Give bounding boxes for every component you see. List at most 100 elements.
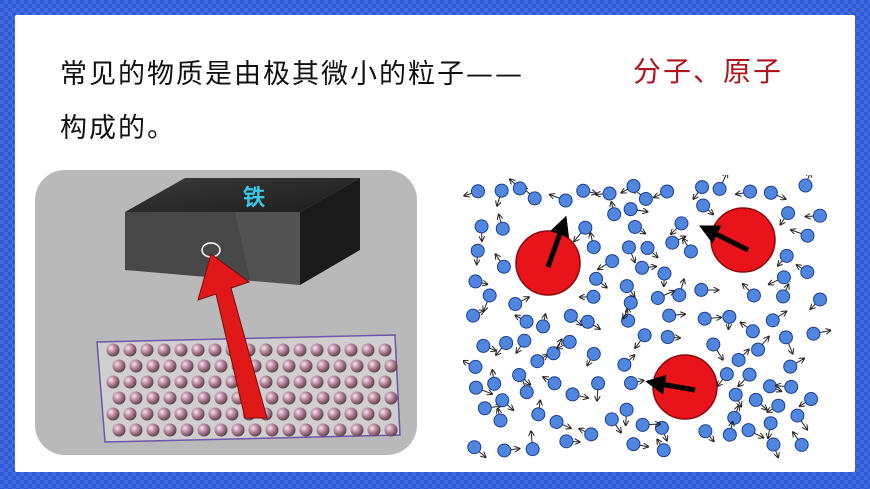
iron-atom	[208, 343, 222, 357]
small-molecule	[635, 260, 650, 275]
iron-atom	[299, 423, 313, 437]
small-molecule	[683, 244, 698, 259]
iron-atom	[208, 407, 222, 421]
iron-atom	[265, 359, 279, 373]
iron-atom	[350, 359, 364, 373]
iron-atom	[367, 391, 381, 405]
iron-atom	[276, 343, 290, 357]
small-molecule	[558, 193, 573, 208]
iron-atoms-illustration: 铁	[35, 170, 417, 455]
iron-atom	[140, 343, 154, 357]
iron-atom	[146, 423, 160, 437]
iron-atom	[174, 375, 188, 389]
small-molecule	[794, 437, 809, 452]
iron-block	[125, 178, 360, 285]
small-molecule	[784, 379, 799, 394]
iron-atom	[282, 359, 296, 373]
iron-atom	[327, 375, 341, 389]
small-molecule	[547, 376, 562, 391]
small-molecule	[584, 427, 599, 442]
iron-atom	[344, 343, 358, 357]
iron-atom	[146, 391, 160, 405]
small-molecule	[497, 443, 512, 458]
small-molecule	[812, 208, 827, 223]
small-molecules	[463, 175, 830, 457]
small-molecule	[694, 282, 709, 297]
small-molecule	[496, 259, 511, 274]
small-molecule	[751, 342, 766, 357]
small-molecule	[627, 219, 642, 234]
small-molecule	[781, 206, 796, 221]
small-molecule	[468, 274, 483, 289]
small-molecule	[580, 314, 595, 329]
small-molecule	[477, 401, 492, 416]
small-molecule	[499, 335, 514, 350]
iron-atom	[259, 343, 273, 357]
small-molecule	[546, 346, 561, 361]
small-molecule	[763, 185, 778, 200]
small-molecule	[662, 308, 677, 323]
iron-atom	[208, 375, 222, 389]
iron-atom	[174, 343, 188, 357]
iron-atom	[327, 343, 341, 357]
iron-atom	[299, 391, 313, 405]
small-molecule	[525, 442, 540, 457]
statement-line-2: 构成的。	[60, 113, 176, 144]
small-molecule	[731, 352, 746, 367]
small-molecule	[621, 313, 636, 328]
iron-atom	[361, 407, 375, 421]
small-molecule	[487, 376, 502, 391]
small-molecule	[696, 198, 711, 213]
small-molecule	[722, 427, 737, 442]
iron-atom	[384, 359, 398, 373]
iron-atom	[293, 407, 307, 421]
iron-atom	[214, 359, 228, 373]
iron-atom	[123, 407, 137, 421]
small-molecule	[536, 319, 551, 334]
small-molecule	[779, 248, 794, 263]
iron-atom	[361, 343, 375, 357]
small-molecule	[695, 180, 710, 195]
small-molecule	[771, 398, 786, 413]
iron-atom	[225, 375, 239, 389]
answer-text: 分子、原子	[633, 55, 784, 88]
iron-atom	[214, 391, 228, 405]
iron-atom	[197, 359, 211, 373]
small-molecule	[619, 279, 634, 294]
iron-atom	[106, 407, 120, 421]
iron-atom	[123, 375, 137, 389]
iron-atom	[129, 391, 143, 405]
iron-atom	[293, 375, 307, 389]
small-molecule	[697, 311, 712, 326]
small-molecule	[517, 333, 532, 348]
small-molecule	[602, 186, 617, 201]
iron-atom	[106, 343, 120, 357]
iron-atom	[129, 423, 143, 437]
small-molecule	[468, 380, 483, 395]
small-molecule	[623, 202, 638, 217]
iron-atom	[214, 423, 228, 437]
red-pointer-arrow	[197, 253, 268, 419]
small-molecule	[763, 416, 778, 431]
iron-atom	[180, 359, 194, 373]
small-molecule	[672, 288, 687, 303]
small-molecule	[607, 207, 622, 222]
iron-atom	[191, 343, 205, 357]
small-molecule	[743, 184, 758, 199]
small-molecule	[468, 359, 483, 374]
iron-atom	[163, 423, 177, 437]
iron-atom	[163, 359, 177, 373]
small-molecule	[719, 367, 734, 382]
small-molecule	[530, 354, 545, 369]
large-molecule	[710, 207, 776, 273]
small-molecule	[619, 402, 634, 417]
iron-atom	[112, 391, 126, 405]
small-molecule	[495, 221, 510, 236]
small-molecule	[512, 181, 527, 196]
iron-atom	[225, 407, 239, 421]
small-molecule	[623, 295, 638, 310]
iron-atom	[282, 391, 296, 405]
small-molecule	[617, 357, 632, 372]
small-molecule	[745, 324, 760, 339]
small-molecule	[765, 313, 780, 328]
